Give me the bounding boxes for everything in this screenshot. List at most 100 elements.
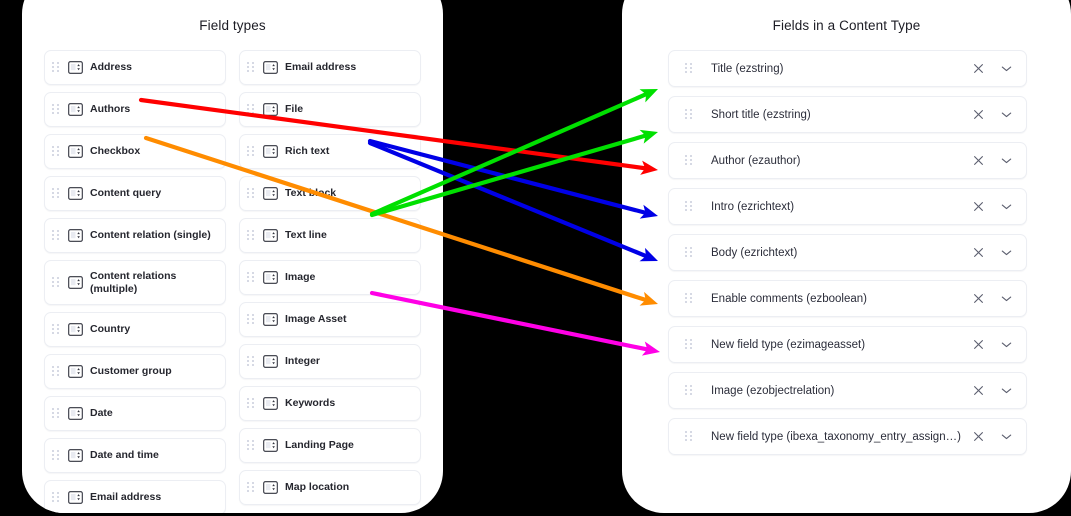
close-icon[interactable]: [971, 199, 986, 214]
drag-handle-icon[interactable]: [246, 355, 257, 369]
field-type-icon: [263, 103, 278, 116]
field-type-chip[interactable]: Email address: [44, 480, 226, 513]
drag-handle-icon[interactable]: [51, 365, 62, 379]
drag-handle-icon[interactable]: [246, 313, 257, 327]
field-type-label: Map location: [285, 481, 350, 493]
field-type-chip[interactable]: Content relation (single): [44, 218, 226, 253]
drag-handle-icon[interactable]: [684, 62, 695, 76]
chevron-down-icon[interactable]: [999, 291, 1014, 306]
close-icon[interactable]: [971, 107, 986, 122]
field-type-chip[interactable]: Content query: [44, 176, 226, 211]
field-type-icon: [263, 61, 278, 74]
field-type-chip[interactable]: File: [239, 92, 421, 127]
drag-handle-icon[interactable]: [51, 276, 62, 290]
field-type-icon: [68, 323, 83, 336]
field-type-chip[interactable]: Address: [44, 50, 226, 85]
drag-handle-icon[interactable]: [684, 154, 695, 168]
field-type-label: Email address: [285, 61, 357, 73]
close-icon[interactable]: [971, 291, 986, 306]
field-type-icon: [68, 449, 83, 462]
field-type-chip[interactable]: Image: [239, 260, 421, 295]
close-icon[interactable]: [971, 383, 986, 398]
field-type-chip[interactable]: Image Asset: [239, 302, 421, 337]
content-type-field-row[interactable]: Intro (ezrichtext): [668, 188, 1027, 225]
field-row-actions: [971, 61, 1014, 76]
content-type-field-row[interactable]: Enable comments (ezboolean): [668, 280, 1027, 317]
close-icon[interactable]: [971, 61, 986, 76]
field-type-label: Integer: [285, 355, 321, 367]
drag-handle-icon[interactable]: [51, 145, 62, 159]
field-type-icon: [263, 187, 278, 200]
field-type-chip[interactable]: Landing Page: [239, 428, 421, 463]
drag-handle-icon[interactable]: [246, 439, 257, 453]
drag-handle-icon[interactable]: [246, 103, 257, 117]
drag-handle-icon[interactable]: [246, 229, 257, 243]
drag-handle-icon[interactable]: [246, 145, 257, 159]
drag-handle-icon[interactable]: [246, 61, 257, 75]
chevron-down-icon[interactable]: [999, 337, 1014, 352]
field-type-label: Authors: [90, 103, 131, 115]
field-type-chip[interactable]: Date and time: [44, 438, 226, 473]
field-type-chip[interactable]: Text line: [239, 218, 421, 253]
field-type-chip[interactable]: Country: [44, 312, 226, 347]
close-icon[interactable]: [971, 337, 986, 352]
content-type-field-label: Author (ezauthor): [711, 154, 801, 167]
drag-handle-icon[interactable]: [684, 292, 695, 306]
drag-handle-icon[interactable]: [51, 187, 62, 201]
chevron-down-icon[interactable]: [999, 107, 1014, 122]
chevron-down-icon[interactable]: [999, 199, 1014, 214]
chevron-down-icon[interactable]: [999, 153, 1014, 168]
field-type-chip[interactable]: Map location: [239, 470, 421, 505]
drag-handle-icon[interactable]: [684, 246, 695, 260]
content-type-field-row[interactable]: Short title (ezstring): [668, 96, 1027, 133]
drag-handle-icon[interactable]: [246, 397, 257, 411]
field-type-icon: [68, 187, 83, 200]
field-type-icon: [263, 271, 278, 284]
drag-handle-icon[interactable]: [51, 449, 62, 463]
close-icon[interactable]: [971, 429, 986, 444]
drag-handle-icon[interactable]: [246, 481, 257, 495]
drag-handle-icon[interactable]: [51, 323, 62, 337]
content-type-field-row[interactable]: Body (ezrichtext): [668, 234, 1027, 271]
field-type-chip[interactable]: Rich text: [239, 134, 421, 169]
field-type-chip[interactable]: Keywords: [239, 386, 421, 421]
close-icon[interactable]: [971, 245, 986, 260]
field-type-chip[interactable]: Customer group: [44, 354, 226, 389]
content-type-field-row[interactable]: Title (ezstring): [668, 50, 1027, 87]
drag-handle-icon[interactable]: [246, 187, 257, 201]
chevron-down-icon[interactable]: [999, 383, 1014, 398]
drag-handle-icon[interactable]: [684, 430, 695, 444]
drag-handle-icon[interactable]: [51, 229, 62, 243]
content-type-field-row[interactable]: Image (ezobjectrelation): [668, 372, 1027, 409]
field-type-chip[interactable]: Authors: [44, 92, 226, 127]
content-type-field-row[interactable]: Author (ezauthor): [668, 142, 1027, 179]
drag-handle-icon[interactable]: [684, 338, 695, 352]
field-type-icon: [68, 229, 83, 242]
drag-handle-icon[interactable]: [684, 108, 695, 122]
field-type-chip[interactable]: Text block: [239, 176, 421, 211]
field-type-chip[interactable]: Date: [44, 396, 226, 431]
close-icon[interactable]: [971, 153, 986, 168]
content-type-field-row[interactable]: New field type (ezimageasset): [668, 326, 1027, 363]
drag-handle-icon[interactable]: [684, 384, 695, 398]
drag-handle-icon[interactable]: [246, 271, 257, 285]
field-type-icon: [263, 313, 278, 326]
drag-handle-icon[interactable]: [51, 61, 62, 75]
field-row-actions: [971, 429, 1014, 444]
field-type-icon: [68, 491, 83, 504]
field-row-actions: [971, 107, 1014, 122]
content-type-field-row[interactable]: New field type (ibexa_taxonomy_entry_ass…: [668, 418, 1027, 455]
chevron-down-icon[interactable]: [999, 429, 1014, 444]
chevron-down-icon[interactable]: [999, 245, 1014, 260]
drag-handle-icon[interactable]: [51, 103, 62, 117]
drag-handle-icon[interactable]: [51, 491, 62, 505]
drag-handle-icon[interactable]: [684, 200, 695, 214]
field-type-chip[interactable]: Integer: [239, 344, 421, 379]
chevron-down-icon[interactable]: [999, 61, 1014, 76]
field-type-chip[interactable]: Content relations (multiple): [44, 260, 226, 305]
field-type-chip[interactable]: Email address: [239, 50, 421, 85]
field-type-chip[interactable]: Checkbox: [44, 134, 226, 169]
drag-handle-icon[interactable]: [51, 407, 62, 421]
field-row-actions: [971, 245, 1014, 260]
